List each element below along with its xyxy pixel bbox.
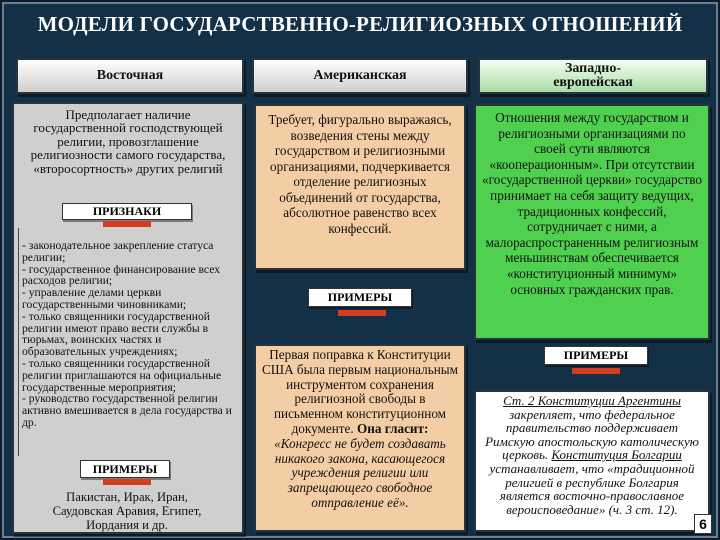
east-signs-bracket	[18, 228, 19, 456]
page-number-badge: 6	[694, 514, 712, 534]
west-model-header: Западно- европейская	[478, 58, 708, 94]
american-model-header: Американская	[252, 58, 468, 94]
american-examples-connector	[338, 310, 386, 316]
east-model-header: Восточная	[16, 58, 244, 94]
east-sign-item: - управление делами церкви государственн…	[22, 286, 187, 311]
american-model-description: Требует, фигурально выражаясь, возведени…	[268, 112, 452, 236]
west-examples-box: Ст. 2 Конституции Аргентины закрепляет, …	[474, 390, 710, 532]
east-sign-item: - только священники государственной рели…	[22, 356, 222, 394]
east-signs-list: - законодательное закрепление статуса ре…	[22, 240, 238, 429]
east-examples-connector	[103, 479, 151, 485]
west-model-description-box: Отношения между государством и религиозн…	[474, 104, 710, 340]
east-sign-item: - государственное финансирование всех ра…	[22, 262, 220, 288]
east-signs-label: ПРИЗНАКИ	[62, 203, 192, 220]
west-examples-text2: устанавливает, что «традиционной религие…	[489, 460, 695, 517]
east-sign-item: - законодательное закрепление статуса ре…	[22, 239, 214, 264]
american-examples-main: Первая поправка к Конституции США была п…	[262, 347, 458, 436]
east-signs-connector	[103, 221, 151, 227]
west-examples-label: ПРИМЕРЫ	[544, 346, 648, 365]
east-model-header-label: Восточная	[96, 68, 164, 83]
american-examples-box: Первая поправка к Конституции США была п…	[254, 344, 466, 532]
slide-title: МОДЕЛИ ГОСУДАРСТВЕННО-РЕЛИГИОЗНЫХ ОТНОШЕ…	[37, 12, 683, 36]
west-examples-ref1: Ст. 2 Конституции Аргентины	[503, 393, 681, 408]
west-model-header-line2: европейская	[553, 75, 633, 90]
west-model-description: Отношения между государством и религиозн…	[482, 110, 702, 297]
east-sign-item: - руководство государственной религии ак…	[22, 392, 232, 429]
american-model-header-label: Американская	[313, 68, 407, 83]
west-model-header-line1: Западно-	[564, 61, 622, 76]
east-examples-text: Пакистан, Ирак, Иран, Саудовская Аравия,…	[52, 490, 202, 532]
american-model-description-box: Требует, фигурально выражаясь, возведени…	[254, 104, 466, 270]
american-examples-quote: «Конгресс не будет создавать никакого за…	[274, 435, 446, 510]
west-examples-ref2: Конституция Болгарии	[551, 447, 682, 463]
west-examples-text1: закрепляет, что федеральное правительств…	[485, 406, 699, 463]
american-examples-says: Она гласит:	[357, 420, 429, 436]
american-examples-label: ПРИМЕРЫ	[308, 288, 412, 307]
east-sign-item: - только священники государственной рели…	[22, 309, 210, 359]
east-examples-label: ПРИМЕРЫ	[80, 460, 170, 478]
east-model-description: Предполагает наличие государственной гос…	[30, 107, 226, 176]
west-examples-connector	[572, 368, 620, 374]
